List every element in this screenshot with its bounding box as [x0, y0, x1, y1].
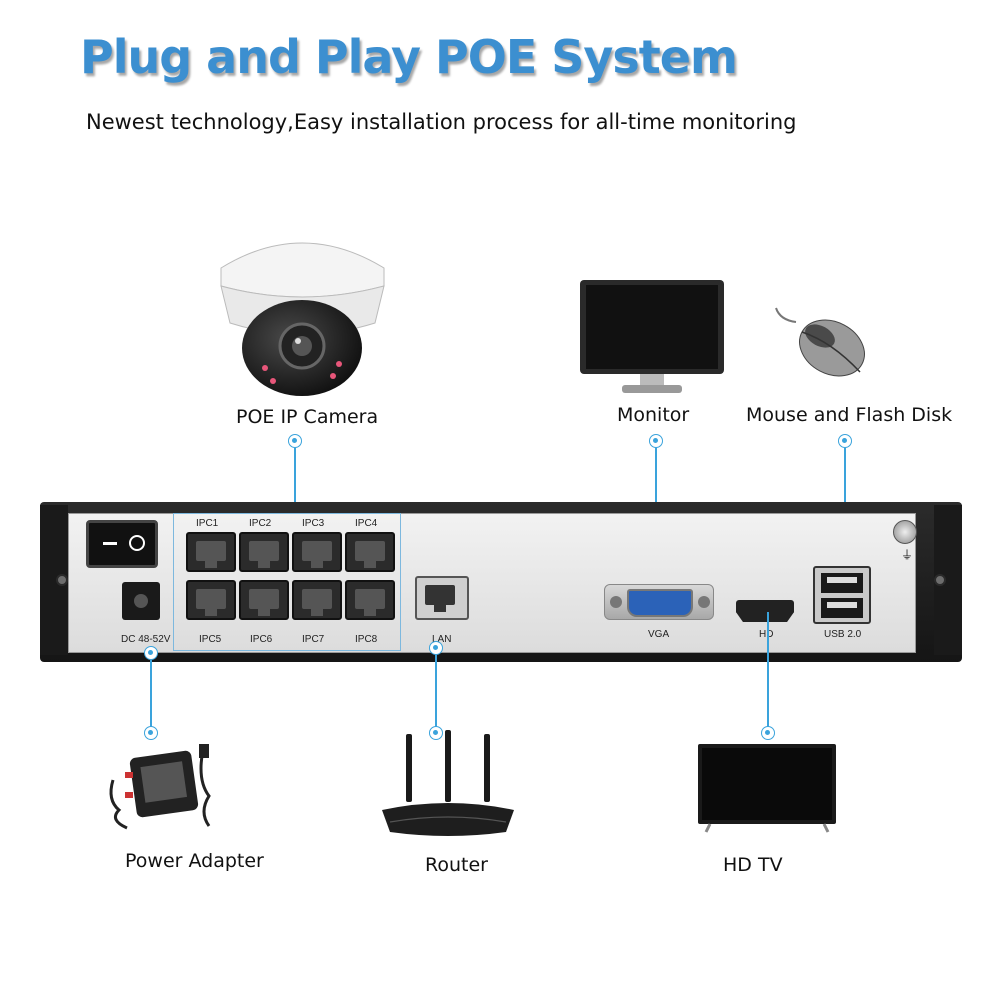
tv-connector-line [767, 612, 769, 728]
ipc2-port[interactable] [239, 532, 289, 572]
camera-connector-line [294, 448, 296, 514]
dc-port-label: DC 48-52V [121, 634, 171, 645]
dc-connector-dot [144, 646, 158, 660]
ipc3-port[interactable] [292, 532, 342, 572]
ipc3-label: IPC3 [302, 518, 325, 529]
mouse-icon [775, 307, 865, 377]
lan-port[interactable] [415, 576, 469, 620]
page-subtitle: Newest technology,Easy installation proc… [86, 110, 797, 134]
hdmi-port[interactable] [736, 600, 794, 622]
lan-connector-dot [429, 641, 443, 655]
tv-connector-dot [761, 726, 775, 740]
ground-screw-icon [893, 520, 917, 544]
ipc7-label: IPC7 [302, 634, 325, 645]
screw-icon [934, 574, 946, 586]
power-switch[interactable] [86, 520, 158, 568]
camera-connector-dot [288, 434, 302, 448]
ipc5-label: IPC5 [199, 634, 222, 645]
power-adapter-label: Power Adapter [125, 850, 264, 872]
ipc7-port[interactable] [292, 580, 342, 620]
router-icon [382, 730, 514, 836]
dc-power-jack[interactable] [122, 582, 160, 620]
ipc5-port[interactable] [186, 580, 236, 620]
ipc6-port[interactable] [239, 580, 289, 620]
poe-ports-group [173, 513, 401, 651]
monitor-icon [580, 280, 724, 393]
hd-tv-label: HD TV [723, 854, 783, 876]
vga-port[interactable] [604, 584, 714, 620]
monitor-label: Monitor [617, 404, 690, 426]
ipc4-label: IPC4 [355, 518, 378, 529]
ipc8-port[interactable] [345, 580, 395, 620]
ipc2-label: IPC2 [249, 518, 272, 529]
ipc8-label: IPC8 [355, 634, 378, 645]
mouse-label: Mouse and Flash Disk [746, 404, 953, 426]
router-label: Router [425, 854, 488, 876]
usb-ports[interactable] [813, 566, 871, 624]
vga-port-label: VGA [648, 629, 670, 640]
hd-tv-icon [698, 744, 836, 833]
ground-symbol-icon: ⏚ [901, 548, 914, 562]
usb-port-label: USB 2.0 [824, 629, 862, 640]
power-adapter-icon [109, 744, 211, 830]
ipc1-label: IPC1 [196, 518, 219, 529]
screw-icon [56, 574, 68, 586]
ipc1-port[interactable] [186, 532, 236, 572]
power-connector-dot [144, 726, 158, 740]
power-connector-line [150, 660, 152, 728]
monitor-connector-dot [649, 434, 663, 448]
ipc4-port[interactable] [345, 532, 395, 572]
lan-port-label: LAN [432, 634, 452, 645]
dome-camera-icon [220, 242, 385, 396]
router-connector-dot [429, 726, 443, 740]
usb-connector-dot [838, 434, 852, 448]
router-connector-line [435, 655, 437, 728]
camera-label: POE IP Camera [236, 406, 379, 428]
hd-port-label: HD [759, 629, 773, 640]
page-title: Plug and Play POE System [80, 30, 738, 84]
ipc6-label: IPC6 [250, 634, 273, 645]
